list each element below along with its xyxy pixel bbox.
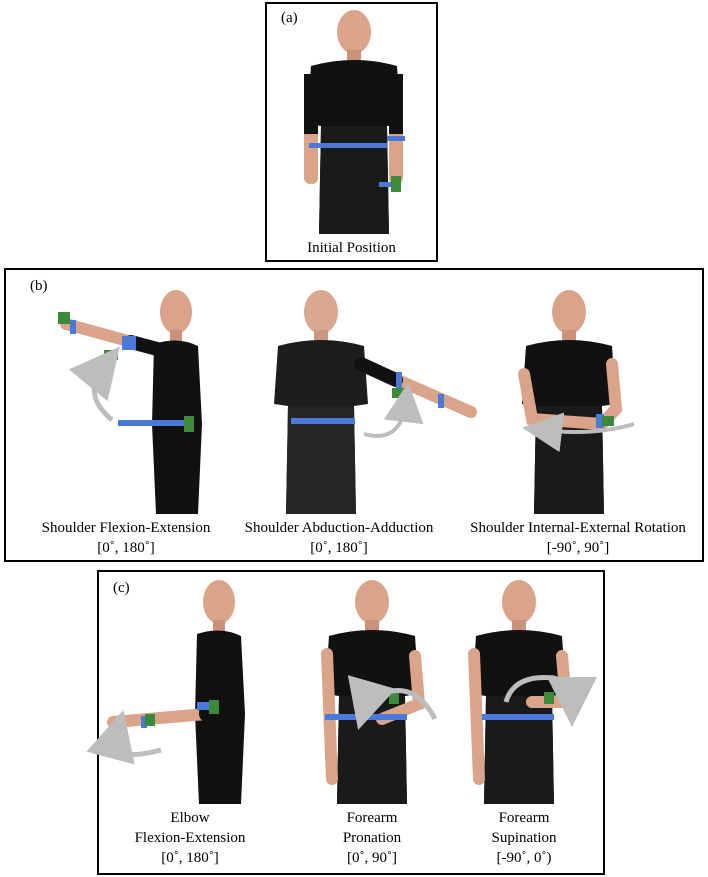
- pronation-caption: Forearm Pronation [0˚, 90˚]: [297, 808, 447, 868]
- pronation-line2: Pronation: [342, 830, 402, 846]
- elbow-flexion-figure: [86, 574, 279, 804]
- elbow-arrow: [86, 709, 162, 765]
- pronation-line1: Forearm: [346, 810, 398, 826]
- supination-line2: Supination: [491, 830, 557, 846]
- panel-c-tag: (c): [113, 580, 130, 596]
- waist-sensor-band: [309, 143, 387, 148]
- panel-b-tag: (b): [30, 278, 48, 294]
- panel-a-tag: (a): [281, 10, 298, 26]
- panel-b: (b) Shoulder Flexion-Extension [0˚, 180˚…: [4, 268, 704, 562]
- elbow-line1: Elbow: [170, 810, 210, 826]
- shoulder-abduction-figure: [236, 284, 477, 514]
- elbow-caption: Elbow Flexion-Extension [0˚, 180˚]: [115, 808, 265, 868]
- initial-position-caption: Initial Position: [307, 240, 396, 256]
- shoulder-flexion-range: [0˚, 180˚]: [97, 540, 155, 556]
- shoulder-rotation-figure: [484, 284, 694, 514]
- flexion-arrow: [68, 346, 120, 422]
- forearm-pronation-figure: [287, 574, 457, 804]
- abduction-arrow: [363, 382, 424, 438]
- supination-line1: Forearm: [498, 810, 550, 826]
- wrist-sensor-band: [379, 182, 393, 187]
- panel-c: (c) Elbow Flexion-Extension [0˚, 180˚]: [86, 570, 605, 875]
- forearm-supination-figure: [444, 574, 604, 804]
- shoulder-abduction-name: Shoulder Abduction-Adduction: [244, 520, 434, 536]
- shoulder-rotation-name: Shoulder Internal-External Rotation: [470, 520, 686, 536]
- initial-position-figure: [267, 4, 440, 234]
- shoulder-abduction-range: [0˚, 180˚]: [310, 540, 368, 556]
- rotation-arrow: [522, 412, 635, 453]
- elbow-line2: Flexion-Extension: [134, 830, 246, 846]
- wrist-sensor-block: [391, 176, 401, 192]
- pronation-range: [0˚, 90˚]: [347, 850, 397, 866]
- shoulder-flexion-caption: Shoulder Flexion-Extension [0˚, 180˚]: [16, 518, 236, 558]
- upper-arm-sensor-band: [387, 136, 405, 141]
- supination-arrow: [503, 675, 597, 727]
- elbow-range: [0˚, 180˚]: [161, 850, 219, 866]
- shoulder-flexion-name: Shoulder Flexion-Extension: [41, 520, 211, 536]
- shoulder-abduction-caption: Shoulder Abduction-Adduction [0˚, 180˚]: [234, 518, 444, 558]
- panel-a: (a) Initial Position: [265, 2, 438, 262]
- pronation-arrow: [347, 675, 438, 731]
- supination-caption: Forearm Supination [-90˚, 0˚): [449, 808, 599, 868]
- shoulder-rotation-range: [-90˚, 90˚]: [546, 540, 610, 556]
- shoulder-flexion-figure: [26, 284, 226, 514]
- supination-range: [-90˚, 0˚): [496, 850, 552, 866]
- shoulder-rotation-caption: Shoulder Internal-External Rotation [-90…: [454, 518, 702, 558]
